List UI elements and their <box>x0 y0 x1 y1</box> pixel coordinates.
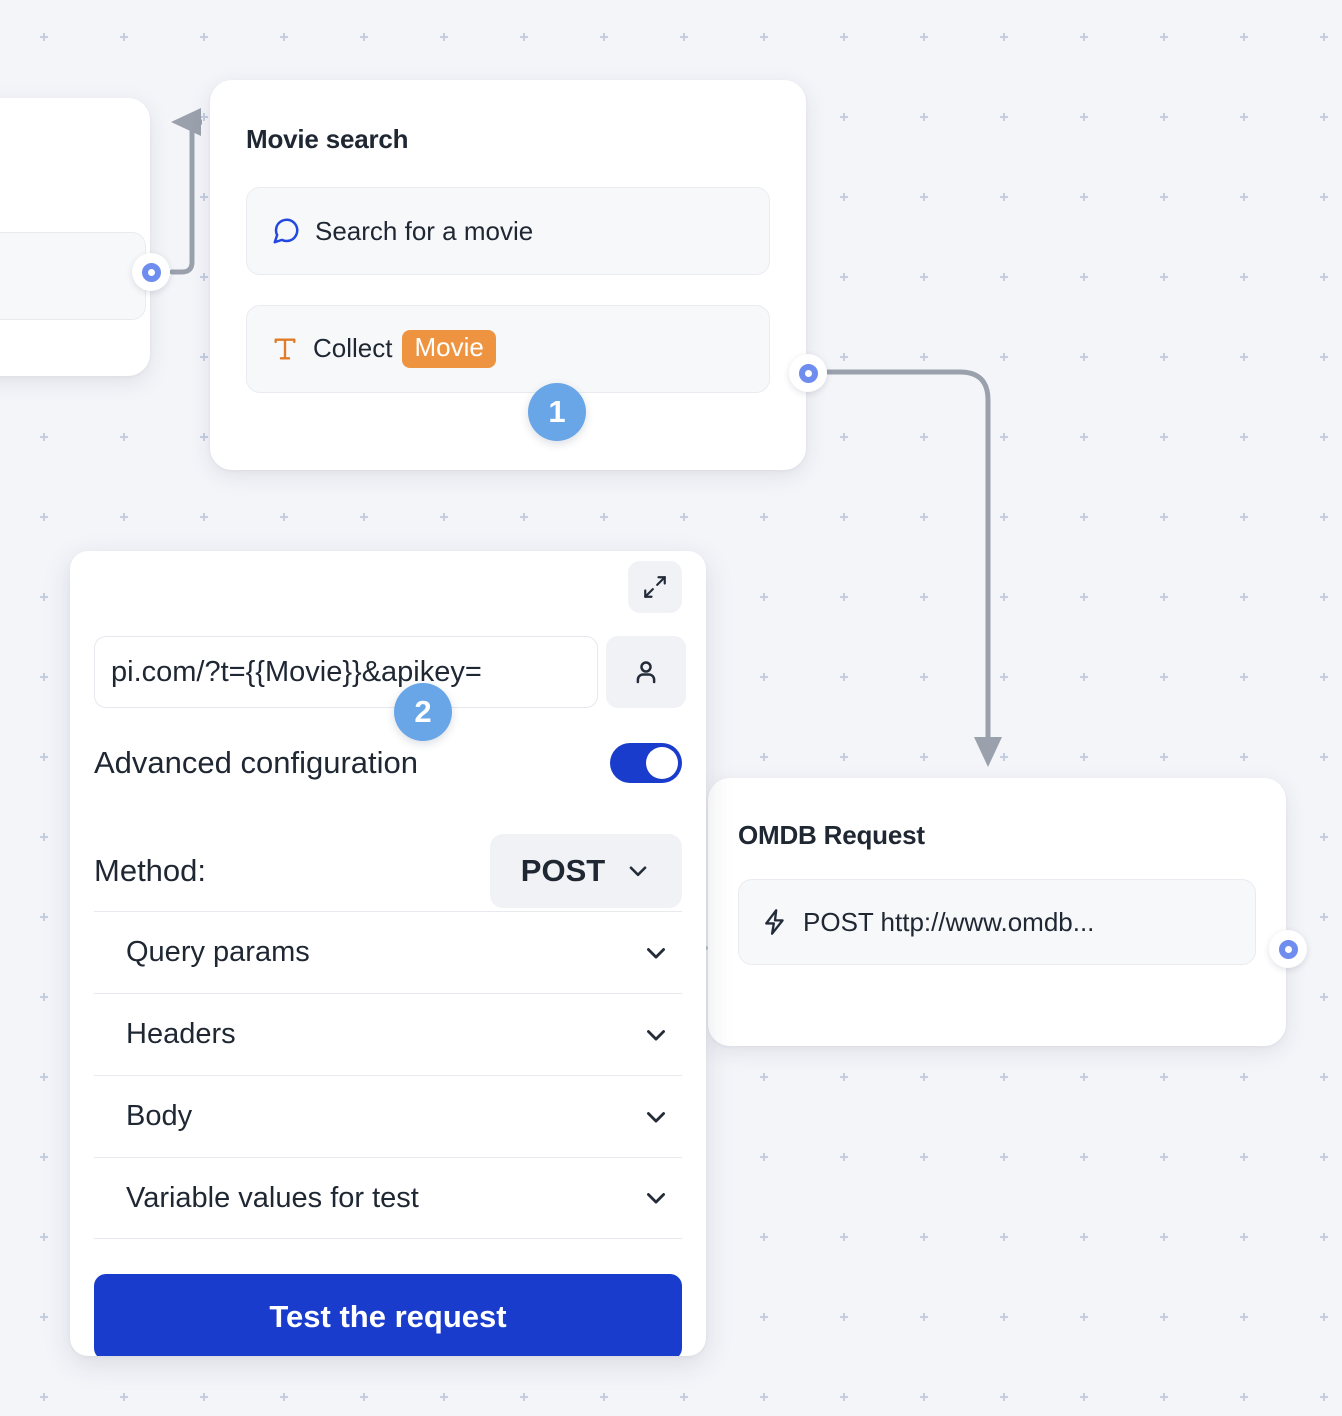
accordion-item-headers[interactable]: Headers <box>94 993 682 1075</box>
test-the-request-button[interactable]: Test the request <box>94 1274 682 1356</box>
accordion-label-body: Body <box>126 1100 193 1132</box>
node-card-omdb-request[interactable]: OMDB Request POST http://www.omdb... <box>708 778 1286 1046</box>
request-url-input[interactable] <box>94 636 598 708</box>
node-row-label-collect: Collect <box>313 333 393 364</box>
step-badge-2: 2 <box>394 683 452 741</box>
connection-handle-partial-output[interactable] <box>132 253 170 291</box>
node-row-search-for-a-movie[interactable]: Search for a movie <box>246 187 770 275</box>
chevron-down-icon[interactable] <box>642 1184 670 1212</box>
connection-handle-omdb-output[interactable] <box>1269 930 1307 968</box>
person-icon <box>631 657 661 687</box>
advanced-configuration-label: Advanced configuration <box>94 745 419 780</box>
connection-handle-movie-search-output[interactable] <box>789 354 827 392</box>
accordion-item-variable-values-for-test[interactable]: Variable values for test <box>94 1157 682 1239</box>
node-row-post-request[interactable]: POST http://www.omdb... <box>738 879 1256 965</box>
request-config-panel[interactable]: Advanced configuration Method: POST Quer… <box>70 551 706 1356</box>
url-row <box>94 636 686 708</box>
text-type-icon <box>271 335 299 363</box>
expand-diagonal-icon <box>642 574 668 600</box>
message-bubble-icon <box>271 216 301 246</box>
node-card-partial[interactable] <box>0 98 150 376</box>
chevron-down-icon[interactable] <box>642 1021 670 1049</box>
node-card-movie-search[interactable]: Movie search Search for a movie Collect … <box>210 80 806 470</box>
expand-panel-button[interactable] <box>628 561 682 613</box>
node-row-label-search: Search for a movie <box>315 215 534 246</box>
accordion-item-query-params[interactable]: Query params <box>94 911 682 993</box>
method-select[interactable]: POST <box>490 834 682 908</box>
chevron-down-icon <box>625 858 651 884</box>
accordion-label-headers: Headers <box>126 1018 236 1050</box>
method-value: POST <box>520 853 606 888</box>
edge-partial-to-movie-search <box>169 108 203 275</box>
node-title-movie-search: Movie search <box>246 124 409 154</box>
advanced-configuration-row: Advanced configuration <box>94 743 682 783</box>
node-partial-row[interactable] <box>0 232 146 320</box>
node-row-collect-movie[interactable]: Collect Movie <box>246 305 770 393</box>
edge-movie-search-to-omdb <box>825 369 1003 767</box>
lightning-bolt-icon <box>761 907 789 937</box>
accordion-label-variable-values-for-test: Variable values for test <box>126 1181 419 1214</box>
variable-chip-movie[interactable]: Movie <box>402 330 496 368</box>
step-badge-1: 1 <box>528 383 586 441</box>
advanced-configuration-toggle[interactable] <box>610 743 682 783</box>
chevron-down-icon[interactable] <box>642 1103 670 1131</box>
request-accordion: Query params Headers Body <box>94 911 682 1239</box>
accordion-item-body[interactable]: Body <box>94 1075 682 1157</box>
method-row: Method: POST <box>94 834 682 908</box>
node-title-omdb-request: OMDB Request <box>738 820 925 850</box>
auth-profile-button[interactable] <box>606 636 686 708</box>
node-row-label-post-url: POST http://www.omdb... <box>803 906 1095 937</box>
accordion-label-query-params: Query params <box>126 936 310 968</box>
method-label: Method: <box>94 853 207 888</box>
chevron-down-icon[interactable] <box>642 939 670 967</box>
